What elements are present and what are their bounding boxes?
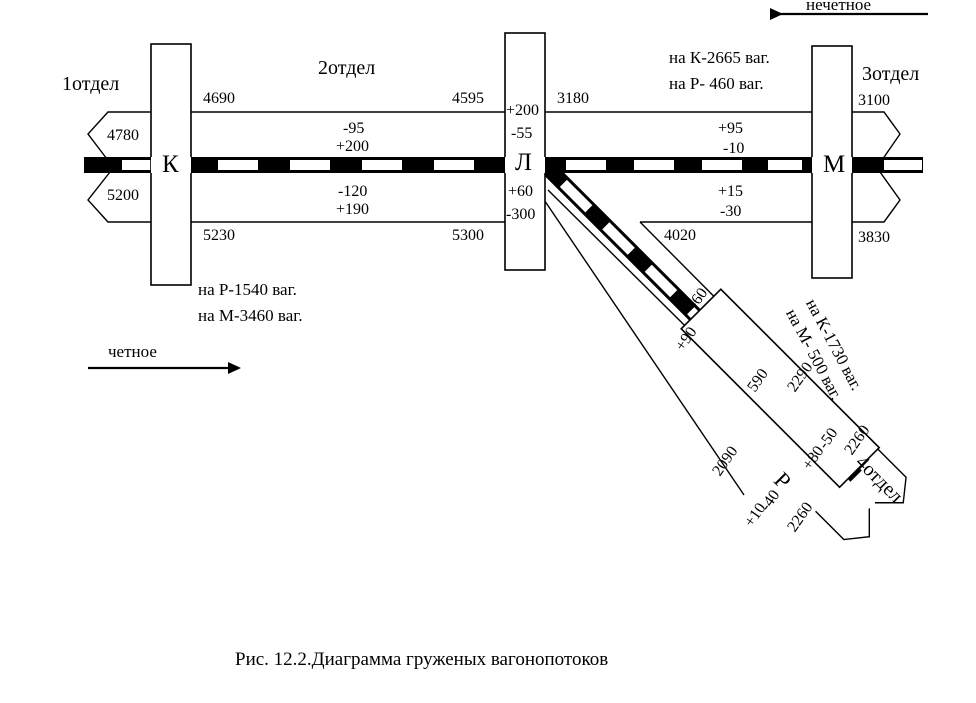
delta-kl-top-2: +200 [336, 138, 370, 155]
right-end-bracket-top [832, 111, 901, 164]
rail-mask-m [812, 157, 852, 173]
flow-kl-bottom-left: 5230 [203, 227, 235, 244]
delta-lm-top-2: -10 [723, 140, 745, 157]
rail-mask-l [505, 157, 545, 173]
delta-kl-bottom-2: +190 [336, 201, 370, 218]
flow-left-end-top: 4780 [107, 127, 139, 144]
se-end-bracket-upper [815, 448, 907, 541]
flow-kl-bottom-right: 5300 [452, 227, 484, 244]
figure-caption: Рис. 12.2.Диаграмма груженых вагонопоток… [235, 649, 609, 670]
delta-kl-top-1: -95 [343, 120, 365, 137]
direction-label-odd: нечетное [806, 0, 872, 14]
note-k-2: на М-3460 ваг. [198, 306, 303, 325]
station-name-l: Л [515, 149, 532, 176]
section-label-2: 2отдел [318, 57, 376, 79]
flow-lm-bottom: 4020 [664, 227, 696, 244]
station-box-r [680, 288, 881, 489]
station-name-m: М [823, 151, 846, 178]
main-rail-line [84, 157, 923, 173]
delta-lm-bottom-1: +15 [718, 183, 744, 200]
note-k-1: на Р-1540 ваг. [198, 280, 297, 299]
flow-m-right-bottom: 3830 [858, 229, 890, 246]
flow-lm-top: 3180 [557, 90, 589, 107]
section-label-3: 3отдел [862, 63, 920, 85]
rail-mask-k [151, 157, 191, 173]
flow-left-end-bottom: 5200 [107, 187, 139, 204]
delta-l-top-2: -55 [511, 125, 533, 142]
left-end-bracket-top [87, 111, 151, 164]
delta-lm-top-1: +95 [718, 120, 744, 137]
delta-kl-bottom-1: -120 [338, 183, 368, 200]
right-end-bracket-bottom [832, 171, 901, 223]
flow-kl-top-right: 4595 [452, 90, 484, 107]
note-m-2: на Р- 460 ваг. [669, 74, 764, 93]
delta-l-top-1: +200 [506, 102, 540, 119]
station-box-l [504, 32, 546, 271]
delta-l-bottom-2: -300 [506, 206, 536, 223]
station-name-k: К [162, 151, 179, 178]
direction-label-even: четное [108, 342, 157, 361]
flow-kl-top-left: 4690 [203, 90, 235, 107]
section-label-1: 1отдел [62, 73, 120, 95]
flow-m-right-top: 3100 [858, 92, 890, 109]
delta-lm-bottom-2: -30 [720, 203, 742, 220]
left-end-bracket-bottom [87, 171, 151, 223]
delta-l-bottom-1: +60 [508, 183, 534, 200]
note-m-1: на К-2665 ваг. [669, 48, 770, 67]
